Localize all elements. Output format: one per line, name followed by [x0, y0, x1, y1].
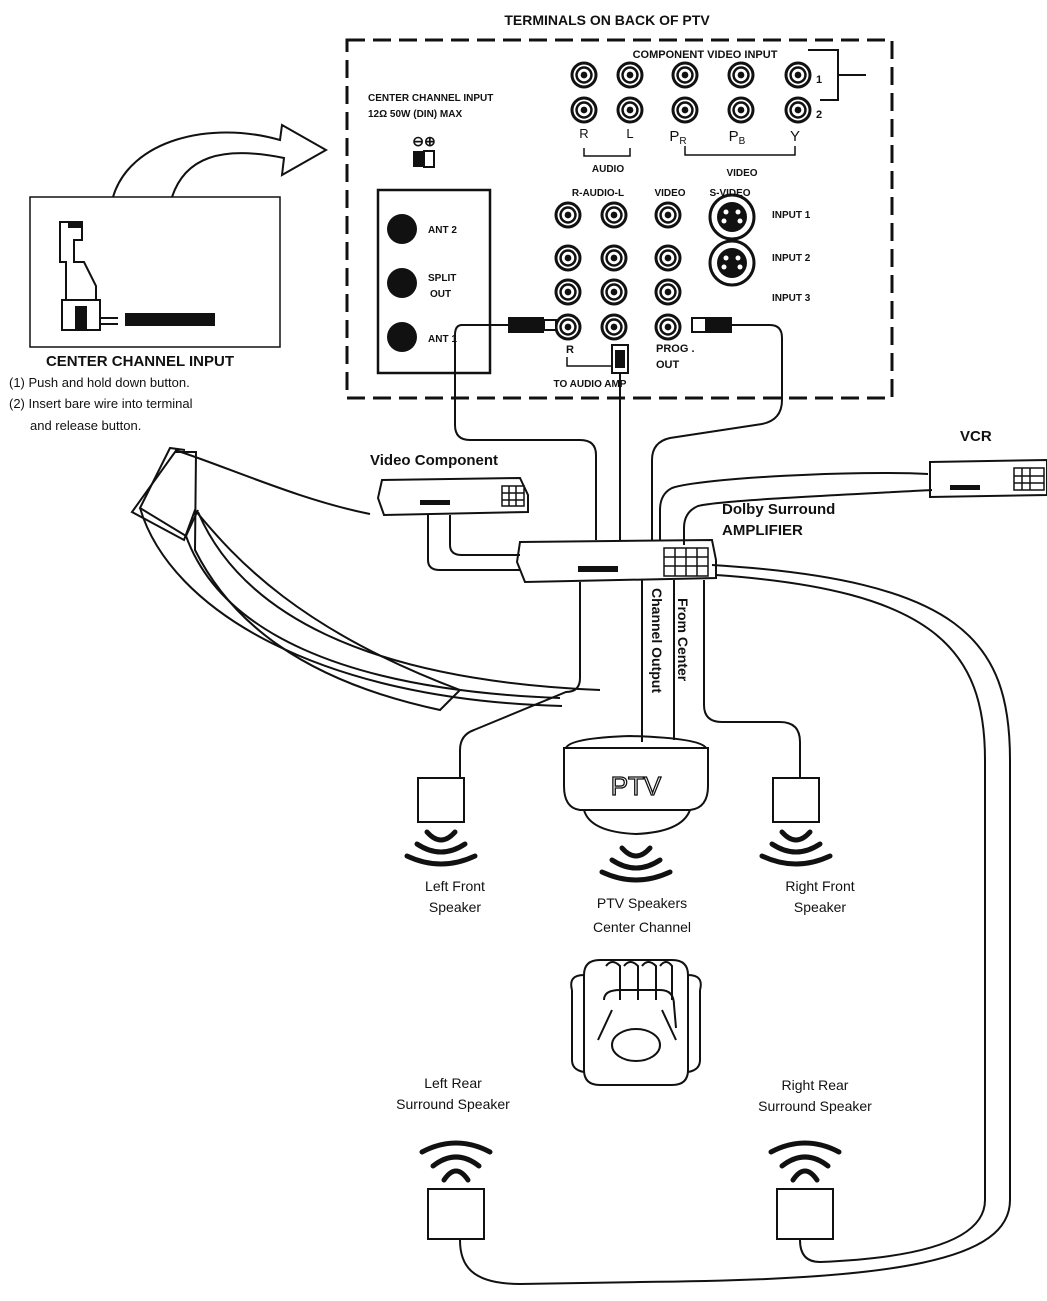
- ptv-label: PTV: [611, 771, 662, 801]
- component-jack: [727, 96, 755, 124]
- ptv-speakers-label: PTV Speakers: [597, 895, 687, 911]
- audio-jack: [600, 313, 628, 341]
- antenna-box: [376, 188, 492, 375]
- right-rear-speaker: [776, 1188, 834, 1240]
- prog-out-label-2: OUT: [656, 359, 680, 371]
- sound-wave-icon: [404, 829, 478, 867]
- s-video-jack: [708, 239, 756, 287]
- component-jack: [784, 96, 812, 124]
- left-rear-speaker: [427, 1188, 485, 1240]
- instruction-step-2b: and release button.: [30, 418, 141, 433]
- video-jack: [654, 278, 682, 306]
- from-center-label: From Center: [675, 598, 691, 682]
- col-svideo-label: S-VIDEO: [709, 188, 750, 199]
- left-front-label-1: Left Front: [425, 878, 485, 894]
- center-input-spec: 12Ω 50W (DIN) MAX: [368, 109, 462, 120]
- instruction-step-1: (1) Push and hold down button.: [9, 375, 190, 390]
- center-input-label: CENTER CHANNEL INPUT: [368, 93, 493, 104]
- split-out-label: OUT: [430, 289, 451, 300]
- to-audio-amp-label: TO AUDIO AMP: [554, 379, 627, 390]
- audio-jack: [554, 201, 582, 229]
- instruction-arrow: [112, 123, 329, 198]
- component-jack: [784, 61, 812, 89]
- panel-title: TERMINALS ON BACK OF PTV: [504, 12, 710, 28]
- y-label: Y: [790, 128, 800, 145]
- instruction-illustration: [29, 196, 281, 348]
- row-2-label: 2: [816, 109, 822, 121]
- col-video-label: VIDEO: [654, 188, 685, 199]
- amp-label-1: Dolby Surround: [722, 501, 835, 518]
- left-rear-label-1: Left Rear: [424, 1075, 482, 1091]
- audio-jack: [554, 244, 582, 272]
- left-rear-label-2: Surround Speaker: [396, 1096, 510, 1112]
- ptv-device: [563, 734, 709, 836]
- rca-plug-prog-out: [691, 317, 732, 333]
- audio-jack: [600, 201, 628, 229]
- rca-plug-left: [508, 317, 557, 333]
- left-front-label-2: Speaker: [429, 899, 481, 915]
- right-front-label-1: Right Front: [785, 878, 854, 894]
- split-label: SPLIT: [428, 273, 456, 284]
- component-jack: [570, 96, 598, 124]
- instruction-step-2: (2) Insert bare wire into terminal: [9, 396, 193, 411]
- audio-group-label: AUDIO: [592, 164, 624, 175]
- sound-wave-icon: [759, 829, 833, 867]
- right-rear-label-2: Surround Speaker: [758, 1098, 872, 1114]
- polarity-label: ⊖⊕: [412, 133, 435, 149]
- sound-waves: [404, 829, 842, 1183]
- ant1-label: ANT 1: [428, 334, 457, 345]
- audio-jack: [554, 313, 582, 341]
- row-1-label: 1: [816, 74, 822, 86]
- component-jacks: [570, 61, 812, 124]
- pr-label: PR: [669, 128, 686, 147]
- input-2-label: INPUT 2: [772, 253, 811, 264]
- prog-out-label: PROG .: [656, 343, 695, 355]
- col-audio-label: R-AUDIO-L: [572, 188, 624, 199]
- audio-l-label: L: [626, 126, 633, 141]
- rca-plug-center: [611, 344, 629, 374]
- vcr-device: [929, 458, 1047, 499]
- video-component-device: [376, 476, 529, 517]
- amplifier-device: [515, 538, 717, 584]
- channel-output-label: Channel Output: [649, 588, 665, 693]
- input-jacks: [554, 193, 756, 341]
- component-jack: [671, 61, 699, 89]
- component-jack: [616, 96, 644, 124]
- amp-label-2: AMPLIFIER: [722, 522, 803, 539]
- component-jack: [570, 61, 598, 89]
- audio-jack: [600, 278, 628, 306]
- right-front-speaker: [772, 777, 820, 823]
- right-front-label-2: Speaker: [794, 899, 846, 915]
- pb-label: PB: [729, 128, 746, 147]
- s-video-jack: [708, 193, 756, 241]
- sound-wave-icon: [599, 845, 673, 883]
- left-front-speaker: [417, 777, 465, 823]
- video-group-label: VIDEO: [726, 168, 757, 179]
- component-jack: [616, 61, 644, 89]
- video-component-label: Video Component: [370, 452, 498, 469]
- large-curved-arrow: [130, 451, 462, 712]
- video-jack: [654, 313, 682, 341]
- listener-chair-icon: [570, 959, 702, 1086]
- audio-jack: [554, 278, 582, 306]
- ant2-label: ANT 2: [428, 225, 457, 236]
- component-video-title: COMPONENT VIDEO INPUT: [633, 49, 778, 61]
- video-jack: [654, 244, 682, 272]
- audio-r-label: R: [579, 126, 588, 141]
- component-jack: [671, 96, 699, 124]
- vcr-label: VCR: [960, 428, 992, 445]
- video-jack: [654, 201, 682, 229]
- input-1-label: INPUT 1: [772, 210, 811, 221]
- speaker-terminal-icon: [413, 150, 435, 168]
- input-3-label: INPUT 3: [772, 293, 811, 304]
- center-channel-label: Center Channel: [593, 919, 691, 935]
- sound-wave-icon: [768, 1140, 842, 1183]
- component-jack: [727, 61, 755, 89]
- instruction-title: CENTER CHANNEL INPUT: [46, 353, 234, 370]
- sound-wave-icon: [419, 1140, 493, 1183]
- right-rear-label-1: Right Rear: [782, 1077, 849, 1093]
- audio-jack: [600, 244, 628, 272]
- out-r-label: R: [566, 344, 574, 356]
